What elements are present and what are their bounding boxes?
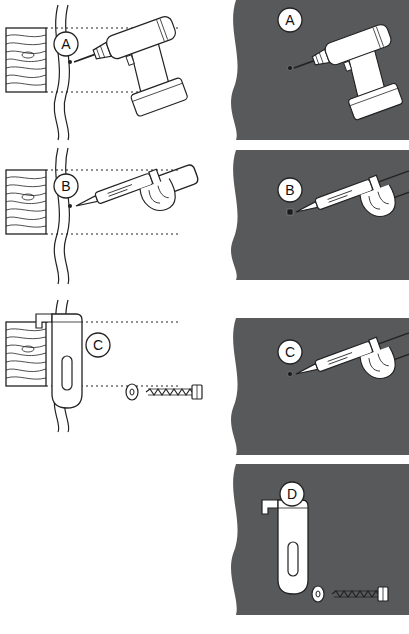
step-letter: B (61, 179, 70, 193)
step-letter: D (287, 487, 297, 501)
wall-panel (231, 0, 409, 140)
step-circle: D (279, 481, 305, 507)
step-letter: A (285, 13, 294, 27)
step-circle: A (277, 7, 303, 33)
circle-outline (278, 340, 302, 364)
wall-panel (231, 318, 409, 455)
step-letter: A (61, 37, 70, 51)
step-circle: C (277, 339, 303, 365)
circle-outline (278, 8, 302, 32)
circle-outline (86, 333, 110, 357)
step-circle: B (53, 173, 79, 199)
step-letter: C (285, 345, 295, 359)
wall-panel (231, 464, 409, 615)
step-circle: C (85, 332, 111, 358)
wall-panel (231, 150, 409, 280)
step-letter: C (93, 338, 103, 352)
step-circle: A (53, 31, 79, 57)
step-circle: B (277, 177, 303, 203)
circle-outline (278, 178, 302, 202)
circle-outline (54, 32, 78, 56)
step-letter: B (285, 183, 294, 197)
circle-outline (54, 174, 78, 198)
circle-outline (280, 482, 304, 506)
wood-section (6, 300, 202, 432)
wood-section (6, 148, 204, 284)
wood-section (6, 5, 199, 140)
